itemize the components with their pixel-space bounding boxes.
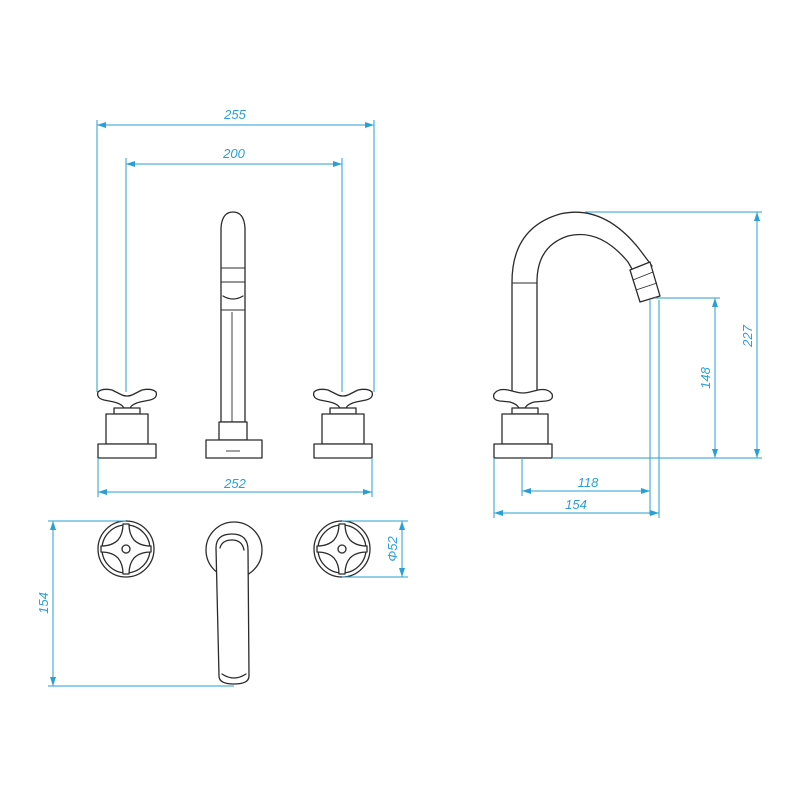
dim-label-118: 118: [578, 475, 599, 490]
dim-label-252: 252: [223, 476, 246, 491]
dim-plan-depth: 154: [36, 520, 234, 687]
spout-front: [205, 211, 263, 459]
dim-handle-diameter: Φ52: [342, 520, 408, 578]
dim-spout-outlet-height: 148: [655, 297, 720, 458]
right-handle-plan: [313, 520, 371, 578]
dim-label-255: 255: [223, 107, 246, 122]
left-handle-plan: [97, 520, 155, 578]
dim-overall-width: 255: [96, 107, 375, 392]
left-handle-front: [96, 388, 158, 459]
dim-base-width: 252: [97, 458, 373, 497]
dim-spout-reach: 118: [521, 300, 651, 515]
dim-label-227: 227: [740, 324, 755, 347]
plan-view: 154 Φ52: [36, 520, 408, 687]
right-handle-front: [312, 388, 374, 459]
handle-side: [492, 388, 554, 459]
spout-side: [511, 211, 661, 399]
dim-label-phi52: Φ52: [385, 536, 400, 562]
dim-spout-depth: 154: [493, 300, 660, 518]
side-view: 227 148 118 154: [492, 211, 762, 518]
dim-label-154-plan: 154: [36, 592, 51, 614]
dim-label-154-side: 154: [565, 497, 587, 512]
dim-label-148: 148: [698, 366, 713, 388]
spout-plan: [205, 521, 263, 685]
front-view: 255 200 252: [96, 107, 375, 497]
dim-handle-spacing: 200: [125, 146, 343, 392]
dim-label-200: 200: [222, 146, 245, 161]
dim-spout-total-height: 227: [552, 211, 762, 459]
